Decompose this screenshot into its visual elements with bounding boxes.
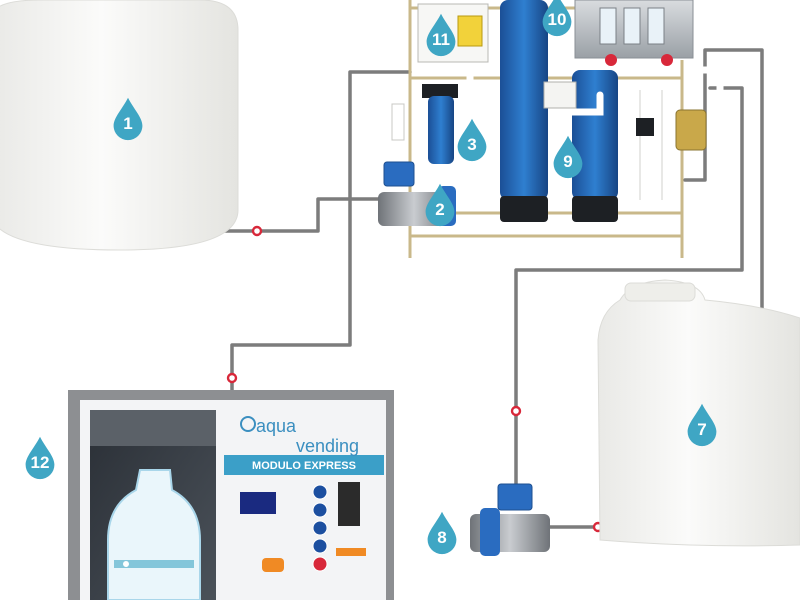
pipe-ro-to-tank7 — [683, 48, 764, 320]
badge-10: 10 — [542, 0, 572, 37]
pipe-network — [190, 48, 764, 529]
badge-number: 10 — [548, 10, 567, 29]
button-3[interactable] — [312, 520, 328, 536]
valve-c — [510, 405, 522, 417]
badge-11: 11 — [426, 13, 456, 57]
badge-number: 8 — [437, 528, 446, 547]
button-1[interactable] — [312, 484, 328, 500]
valves — [226, 225, 604, 533]
vending-module-12: MODULO EXPRESS aqua vending — [68, 390, 394, 600]
selection-buttons — [312, 484, 328, 572]
uv-lamp-11 — [417, 3, 489, 63]
rig-pump — [636, 109, 707, 151]
badge-2: 2 — [425, 183, 455, 227]
badge-number: 2 — [435, 200, 444, 219]
badge-number: 7 — [697, 420, 706, 439]
badge-number: 3 — [467, 135, 476, 154]
badge-7: 7 — [687, 403, 717, 447]
button-5[interactable] — [312, 556, 328, 572]
brand-line2: vending — [296, 436, 359, 456]
badge-number: 12 — [31, 453, 50, 472]
badge-1: 1 — [113, 97, 143, 141]
badge-9: 9 — [553, 135, 583, 179]
module-title: MODULO EXPRESS — [252, 460, 356, 472]
badge-8: 8 — [427, 511, 457, 555]
brand-line1: aqua — [256, 416, 297, 436]
badge-12: 12 — [25, 436, 55, 480]
pressure-pump-8 — [470, 483, 550, 556]
button-4[interactable] — [312, 538, 328, 554]
valve-b — [226, 372, 238, 384]
sediment-filter-3 — [391, 84, 458, 164]
valve-a — [251, 225, 263, 237]
button-2[interactable] — [312, 502, 328, 518]
pipe-pump8-riser — [514, 86, 744, 492]
badge-3: 3 — [457, 118, 487, 162]
badge-number: 9 — [563, 152, 572, 171]
badge-number: 11 — [432, 30, 450, 49]
control-panel-10 — [574, 0, 694, 66]
membrane-housing-9 — [500, 0, 618, 222]
pipe-vending-feed — [230, 70, 412, 394]
badge-number: 1 — [123, 114, 132, 133]
